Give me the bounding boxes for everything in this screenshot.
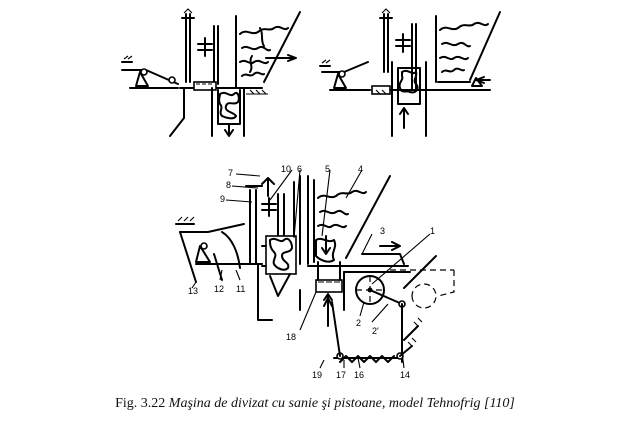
hopper (435, 11, 501, 83)
label-2: 2 (356, 318, 361, 328)
diagram-top-left (121, 8, 301, 137)
label-19: 19 (312, 370, 322, 380)
piston-18 (315, 261, 343, 327)
label-10: 10 (281, 164, 291, 174)
diagram-main: 7 8 9 10 6 5 4 3 1 13 12 11 18 2 2' 19 1… (175, 164, 455, 380)
label-4: 4 (358, 164, 363, 174)
label-17: 17 (336, 370, 346, 380)
label-8: 8 (226, 180, 231, 190)
main-hopper (313, 175, 391, 263)
label-7: 7 (228, 168, 233, 178)
label-16: 16 (354, 370, 364, 380)
label-14: 14 (400, 370, 410, 380)
caption-prefix: Fig. 3.22 (115, 396, 166, 411)
label-9: 9 (220, 194, 225, 204)
diagram-top-right (319, 8, 501, 137)
part-labels: 7 8 9 10 6 5 4 3 1 13 12 11 18 2 2' 19 1… (188, 164, 435, 380)
lever-mechanism (319, 59, 371, 91)
label-13: 13 (188, 286, 198, 296)
hopper (235, 11, 301, 89)
dividing-chamber (391, 61, 427, 137)
lever-mechanism (121, 55, 179, 89)
dividing-chamber (211, 87, 245, 137)
cutting-chamber (261, 235, 297, 297)
label-1: 1 (430, 226, 435, 236)
caption-title: Maşina de divizat cu sanie şi pistoane, … (168, 396, 515, 411)
label-2-prime: 2' (372, 326, 379, 336)
label-5: 5 (325, 164, 330, 174)
bottom-linkage (323, 297, 417, 363)
pusher-column (181, 8, 219, 85)
label-3: 3 (380, 226, 385, 236)
label-12: 12 (214, 284, 224, 294)
label-6: 6 (297, 164, 302, 174)
label-11: 11 (236, 284, 245, 294)
crank-mechanism (355, 255, 455, 363)
slide-block (193, 81, 217, 91)
leader-lines (191, 169, 431, 369)
figure-caption: Fig. 3.22 Maşina de divizat cu sanie şi … (0, 396, 630, 412)
label-18: 18 (286, 332, 296, 342)
frame-wall (299, 175, 309, 265)
slide-table (307, 265, 411, 273)
